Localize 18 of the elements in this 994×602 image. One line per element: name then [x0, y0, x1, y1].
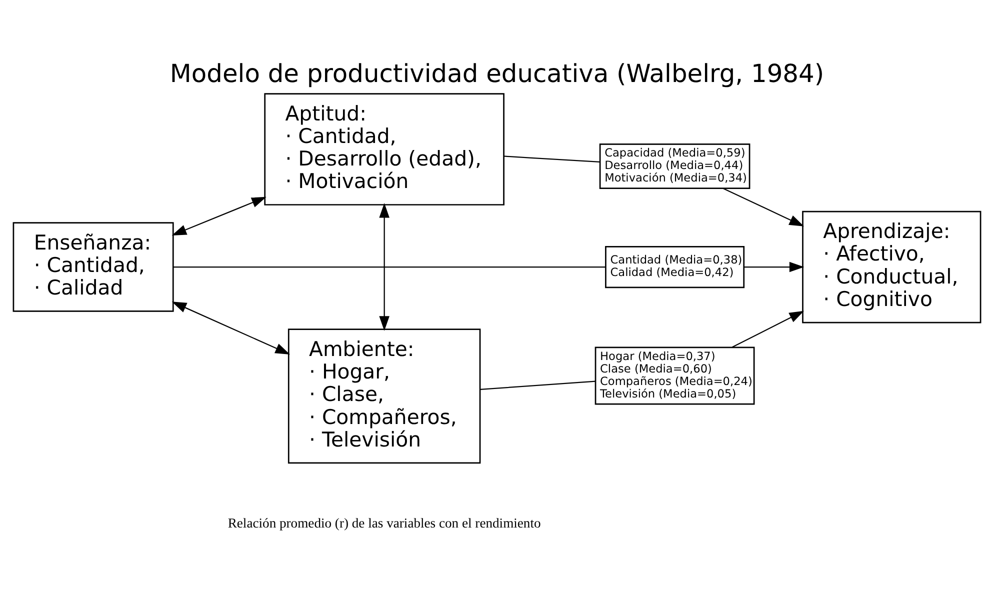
- arrow: [379, 203, 390, 331]
- connector: [173, 266, 606, 268]
- node-box: Aptitud: · Cantidad, · Desarrollo (edad), · Motivación: [264, 93, 504, 206]
- connector: [504, 156, 600, 162]
- arrow: [722, 188, 804, 226]
- arrow: [744, 262, 804, 272]
- arrow: [732, 310, 804, 348]
- caption: Relación promedio (r) de las variables con el rendimiento: [228, 516, 541, 531]
- arrow: [172, 302, 290, 354]
- node-box: Aprendizaje: · Afectivo, · Conductual, · Cognitivo: [802, 210, 982, 324]
- connector: [480, 380, 596, 390]
- node-box: Ambiente: · Hogar, · Clase, · Compañeros, · Televisión: [288, 328, 481, 464]
- node-box: Cantidad (Media=0,38) Calidad (Media=0,42): [605, 246, 745, 288]
- arrow: [172, 196, 266, 236]
- diagram-title: Modelo de productividad educativa (Walbelrg, 1984): [170, 58, 824, 88]
- node-box: Hogar (Media=0,37) Clase (Media=0,60) Compañeros (Media=0,24) Televisión (Media=0,05): [594, 346, 755, 405]
- node-box: Enseñanza: · Cantidad, · Calidad: [12, 222, 174, 312]
- node-box: Capacidad (Media=0,59) Desarrollo (Media=0,44) Motivación (Media=0,34): [599, 143, 750, 189]
